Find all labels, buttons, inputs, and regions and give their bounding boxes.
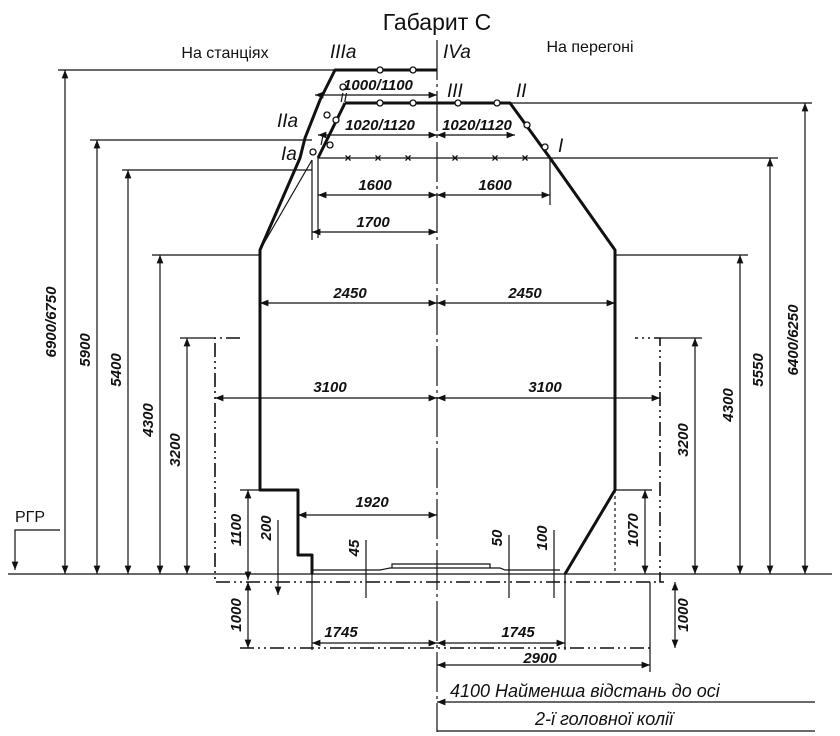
dim-1745-right: 1745 <box>501 624 535 641</box>
dim-1600-left: 1600 <box>358 177 392 194</box>
dim-200: 200 <box>258 515 275 542</box>
dim-1000-right: 1000 <box>675 598 692 632</box>
dim-3100-right: 3100 <box>528 379 562 396</box>
dim-5900: 5900 <box>77 333 94 367</box>
dim-1920: 1920 <box>355 494 389 511</box>
dim-1000-left: 1000 <box>228 598 245 632</box>
dim-1600-right: 1600 <box>478 177 512 194</box>
dim-5550: 5550 <box>750 353 767 387</box>
platform-edges <box>312 563 560 571</box>
dim-2900: 2900 <box>522 650 557 667</box>
svg-text:×: × <box>491 151 498 165</box>
dim-1070: 1070 <box>625 513 642 547</box>
dim-1000-1100: 1000/1100 <box>343 77 413 94</box>
point-label-Ia: Ia <box>281 144 297 165</box>
run-clearance-outline <box>345 101 617 575</box>
point-label-I: I <box>558 136 564 157</box>
point-label-II: II <box>516 81 527 102</box>
point-label-IIIa: IIIa <box>330 42 356 63</box>
dim-1745-left: 1745 <box>324 624 358 641</box>
run-left-slope <box>316 102 347 159</box>
profile-points <box>309 66 549 156</box>
svg-text:×: × <box>374 151 381 165</box>
point-label-III: III <box>447 81 464 102</box>
note-line-1: 4100 Найменша відстань до осі <box>450 681 721 701</box>
vertical-dimension-lines <box>61 70 809 648</box>
horizontal-dimension-lines <box>214 91 660 669</box>
run-heading: На перегоні <box>546 39 633 56</box>
structure-outline <box>214 337 665 583</box>
svg-text:×: × <box>404 151 411 165</box>
point-label-I-small: I <box>320 133 324 148</box>
dim-3200-left: 3200 <box>167 433 184 467</box>
point-label-IIa: IIa <box>277 111 298 132</box>
svg-text:×: × <box>521 151 528 165</box>
note-line-2: 2-ї головної колії <box>534 709 675 729</box>
dim-100: 100 <box>534 525 551 551</box>
dim-3200-right: 3200 <box>675 423 692 457</box>
dim-1700: 1700 <box>356 214 390 231</box>
dim-2450-right: 2450 <box>507 285 542 302</box>
dim-1100: 1100 <box>228 513 245 546</box>
dim-45: 45 <box>346 539 363 557</box>
dim-2450-left: 2450 <box>332 285 367 302</box>
dim-1020-1120-left: 1020/1120 <box>345 117 415 134</box>
dim-5400: 5400 <box>108 353 125 387</box>
svg-text:×: × <box>451 151 458 165</box>
dim-6400-6250: 6400/6250 <box>785 304 802 376</box>
station-heading: На станціях <box>181 45 268 62</box>
dim-4300-left: 4300 <box>140 403 157 438</box>
rail-level-label: РГР <box>15 509 45 526</box>
dim-4300-right: 4300 <box>720 388 737 423</box>
rail-level-arrow <box>11 529 60 570</box>
point-label-IVa: IVa <box>443 42 471 63</box>
diagram-title: Габарит С <box>383 9 492 35</box>
dim-1020-1120-right: 1020/1120 <box>442 117 512 134</box>
dim-50: 50 <box>489 529 506 546</box>
svg-text:×: × <box>344 151 351 165</box>
station-lower-slope <box>259 159 313 251</box>
x-marks: × × × × × × <box>344 151 528 165</box>
dim-6900-6750: 6900/6750 <box>43 286 60 358</box>
dim-3100-left: 3100 <box>313 379 347 396</box>
